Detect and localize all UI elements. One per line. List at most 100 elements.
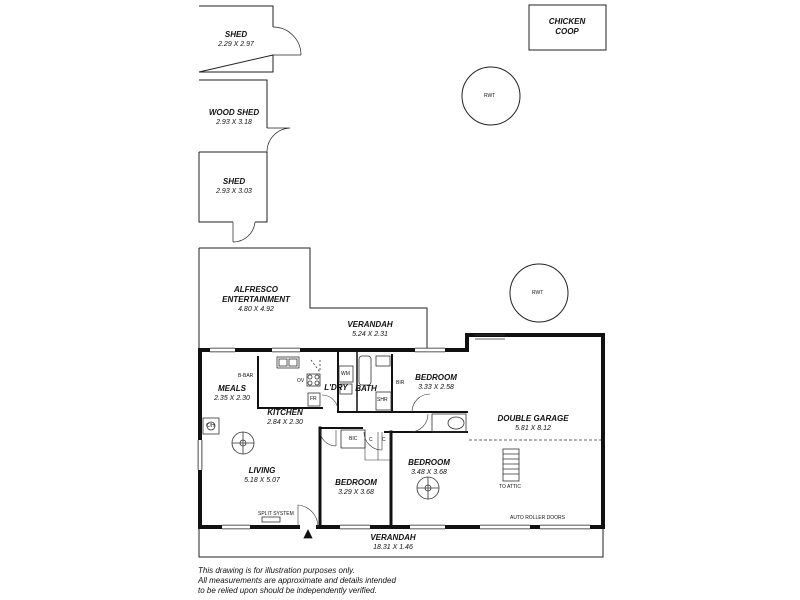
bbar-label: B-BAR — [238, 373, 254, 379]
room-name: VERANDAH — [347, 320, 393, 329]
room-name: BEDROOM — [335, 478, 377, 487]
window-frames — [197, 347, 590, 530]
meals-label: MEALS 2.35 X 2.30 — [214, 384, 250, 404]
rainwater-tank-1 — [461, 66, 521, 126]
washing-machine-label: WM — [341, 371, 350, 377]
living-label: LIVING 5.18 X 5.07 — [244, 466, 280, 486]
wood-shed-outline — [199, 79, 268, 153]
wood-shed-label: WOOD SHED 2.93 X 3.18 — [209, 108, 259, 128]
room-name: ENTERTAINMENT — [222, 295, 290, 304]
room-name: WOOD SHED — [208, 108, 260, 117]
split-system-unit — [261, 516, 281, 523]
bir-label: BIR — [396, 380, 405, 386]
laundry-tub — [339, 383, 353, 395]
disclaimer-line: This drawing is for illustration purpose… — [198, 566, 355, 575]
disclaimer-line: All measurements are approximate and det… — [198, 576, 396, 585]
bedroom-1-label: BEDROOM 3.33 X 2.58 — [415, 373, 457, 393]
shed-2-door-swing — [232, 221, 256, 243]
room-name: L'DRY — [324, 383, 348, 392]
cooktop — [306, 373, 321, 387]
kitchen-label: KITCHEN 2.84 X 2.30 — [267, 408, 303, 428]
bic-label: BIC — [349, 436, 358, 442]
door-swing-bed2 — [363, 431, 383, 451]
verandah-bottom-label: VERANDAH 18.31 X 1.46 — [370, 533, 415, 553]
garage-side-door — [475, 334, 505, 340]
room-dimensions: 3.33 X 2.58 — [418, 384, 454, 391]
entry-arrow — [303, 529, 313, 539]
shed-1-door-swing — [272, 26, 302, 56]
room-name: BEDROOM — [408, 458, 450, 467]
room-dimensions: 5.18 X 5.07 — [244, 477, 280, 484]
shower-label: SHR — [377, 397, 388, 403]
heater-label: C/H — [206, 423, 215, 429]
wood-shed-door-swing — [266, 127, 291, 153]
cupboard-label-2: C — [382, 437, 386, 443]
chicken-coop-label: CHICKEN COOP — [549, 17, 585, 37]
room-name: MEALS — [218, 384, 246, 393]
bedroom-3-label: BEDROOM 3.48 X 3.68 — [408, 458, 450, 478]
house-exterior-wall-left — [198, 348, 300, 529]
laundry-label: L'DRY — [324, 383, 348, 393]
bathtub — [358, 355, 372, 386]
shed-1-label: SHED 2.29 X 2.97 — [218, 30, 254, 50]
garage-wall — [465, 333, 605, 529]
bath-label: BATH — [355, 384, 377, 394]
alfresco-label: ALFRESCO ENTERTAINMENT 4.80 X 4.92 — [222, 285, 290, 315]
fridge — [307, 392, 321, 407]
room-dimensions: 2.93 X 3.03 — [216, 188, 252, 195]
room-name: ALFRESCO — [233, 285, 278, 294]
room-name: KITCHEN — [267, 408, 303, 417]
shed-2-label: SHED 2.93 X 3.03 — [216, 177, 252, 197]
washing-machine — [338, 365, 354, 383]
to-attic-label: TO ATTIC — [499, 484, 522, 490]
room-name: BEDROOM — [415, 373, 457, 382]
room-dimensions: 5.24 X 2.31 — [352, 331, 388, 338]
toilet — [447, 416, 465, 430]
door-swing-meals — [319, 429, 337, 447]
verandah-bottom-outline — [198, 526, 604, 558]
room-name: CHICKEN — [548, 17, 586, 26]
toilet-cubicle — [431, 413, 467, 433]
room-dimensions: 2.93 X 3.18 — [216, 119, 252, 126]
room-dimensions: 3.29 X 3.68 — [338, 489, 374, 496]
chicken-coop-outline — [528, 4, 607, 51]
rainwater-tank-2 — [509, 263, 569, 323]
room-name: SHED — [222, 177, 246, 186]
cupboard-label-1: C — [369, 437, 373, 443]
room-dimensions: 4.80 X 4.92 — [238, 306, 274, 313]
room-dimensions: 2.35 X 2.30 — [214, 395, 250, 402]
room-name: VERANDAH — [370, 533, 416, 542]
verandah-top-label: VERANDAH 5.24 X 2.31 — [347, 320, 392, 340]
vanity — [375, 355, 391, 367]
shower — [375, 391, 392, 411]
door-swing-entry — [297, 504, 319, 528]
attic-ladder — [502, 448, 520, 482]
room-name: BATH — [355, 384, 377, 393]
door-swing-laundry — [321, 394, 339, 412]
door-swing-bed1 — [411, 393, 431, 413]
fridge-label: FR — [310, 396, 317, 402]
room-dimensions: 5.81 X 8.12 — [515, 425, 551, 432]
room-dimensions: 2.29 X 2.97 — [218, 41, 254, 48]
room-name: DOUBLE GARAGE — [497, 414, 569, 423]
kitchen-sink — [276, 356, 300, 369]
ceiling-fan-bed3 — [416, 476, 440, 500]
room-name: SHED — [224, 30, 248, 39]
room-name: COOP — [555, 27, 579, 36]
ceiling-fan-living — [231, 431, 255, 455]
auto-roller-doors-label: AUTO ROLLER DOORS — [510, 515, 565, 521]
rwt-label-1: RWT — [484, 93, 496, 99]
shed-1-outline — [198, 5, 274, 73]
oven-label: OV — [297, 378, 305, 384]
double-garage-label: DOUBLE GARAGE 5.81 X 8.12 — [497, 414, 568, 434]
heater — [202, 417, 220, 435]
shed-2-outline — [198, 152, 268, 223]
bedroom-2-label: BEDROOM 3.29 X 3.68 — [335, 478, 377, 498]
room-name: LIVING — [248, 466, 276, 475]
room-dimensions: 18.31 X 1.46 — [373, 544, 413, 551]
room-dimensions: 3.48 X 3.68 — [411, 469, 447, 476]
rwt-label-2: RWT — [532, 290, 544, 296]
disclaimer-line: to be relied upon should be independentl… — [198, 586, 377, 595]
disclaimer: This drawing is for illustration purpose… — [198, 566, 396, 596]
